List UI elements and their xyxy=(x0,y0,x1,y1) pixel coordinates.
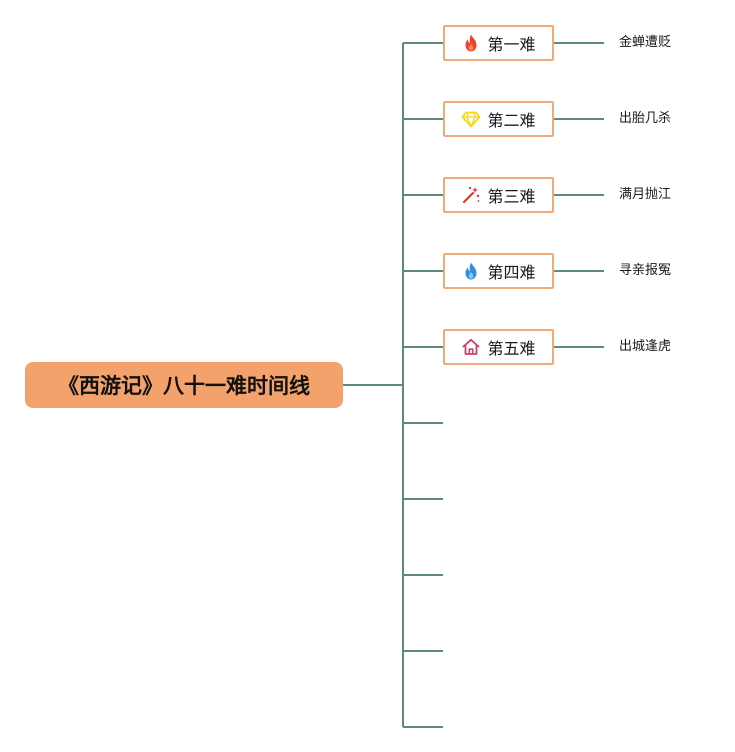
branch-node-label: 第四难 xyxy=(487,263,536,282)
leaf-topic-1[interactable]: 金蝉遭贬 xyxy=(619,35,672,50)
branch-node-2[interactable]: 第二难 xyxy=(443,101,554,137)
branch-node-label: 第一难 xyxy=(487,35,536,54)
fire-icon xyxy=(461,33,481,53)
branch-node-5[interactable]: 第五难 xyxy=(443,329,554,365)
branch-node-3[interactable]: 第三难 xyxy=(443,177,554,213)
root-topic-label: 《西游记》八十一难时间线 xyxy=(58,374,310,398)
branch-node-label: 第五难 xyxy=(487,339,536,358)
blue-flame-icon xyxy=(461,261,481,281)
branch-node-label: 第三难 xyxy=(487,187,536,206)
leaf-topic-2[interactable]: 出胎几杀 xyxy=(619,111,672,126)
branch-node-1[interactable]: 第一难 xyxy=(443,25,554,61)
leaf-topic-4[interactable]: 寻亲报冤 xyxy=(619,263,672,278)
leaf-topic-3[interactable]: 满月抛江 xyxy=(619,187,672,202)
magic-wand-icon xyxy=(461,185,481,205)
branch-node-4[interactable]: 第四难 xyxy=(443,253,554,289)
root-topic[interactable]: 《西游记》八十一难时间线 xyxy=(25,362,343,408)
branch-node-label: 第二难 xyxy=(487,111,536,130)
diamond-icon xyxy=(461,109,481,129)
leaf-topic-5[interactable]: 出城逢虎 xyxy=(619,339,672,354)
house-icon xyxy=(461,337,481,357)
